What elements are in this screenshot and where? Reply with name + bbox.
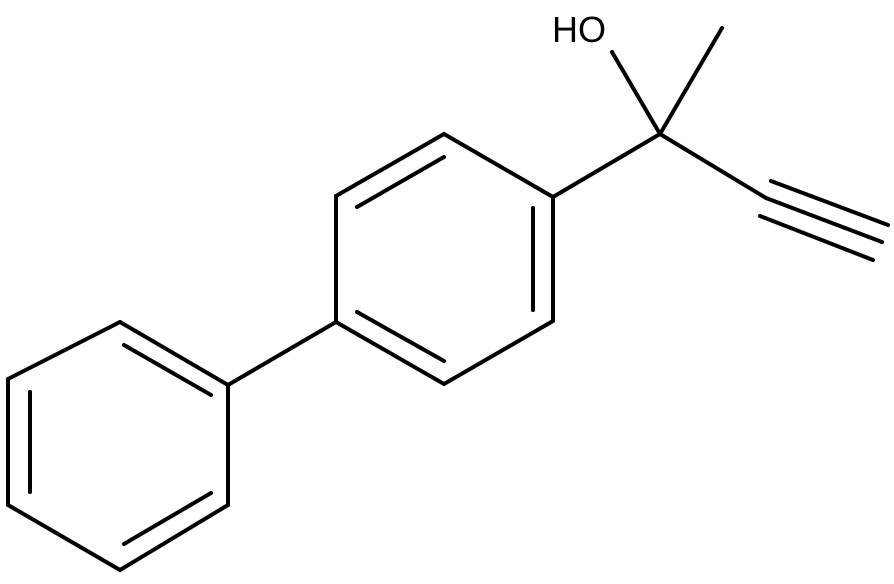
aryl-to-carbinol-bond (551, 132, 662, 199)
alkyne-triple-bond (758, 179, 890, 262)
methyl-bond (658, 26, 724, 136)
propargyl-bond (658, 132, 768, 200)
biaryl-bond (226, 320, 338, 387)
hydroxyl-label: HO (552, 9, 606, 50)
phenylene-ring (334, 132, 555, 386)
phenyl-ring (6, 320, 230, 572)
hydroxyl-bond (610, 50, 662, 136)
